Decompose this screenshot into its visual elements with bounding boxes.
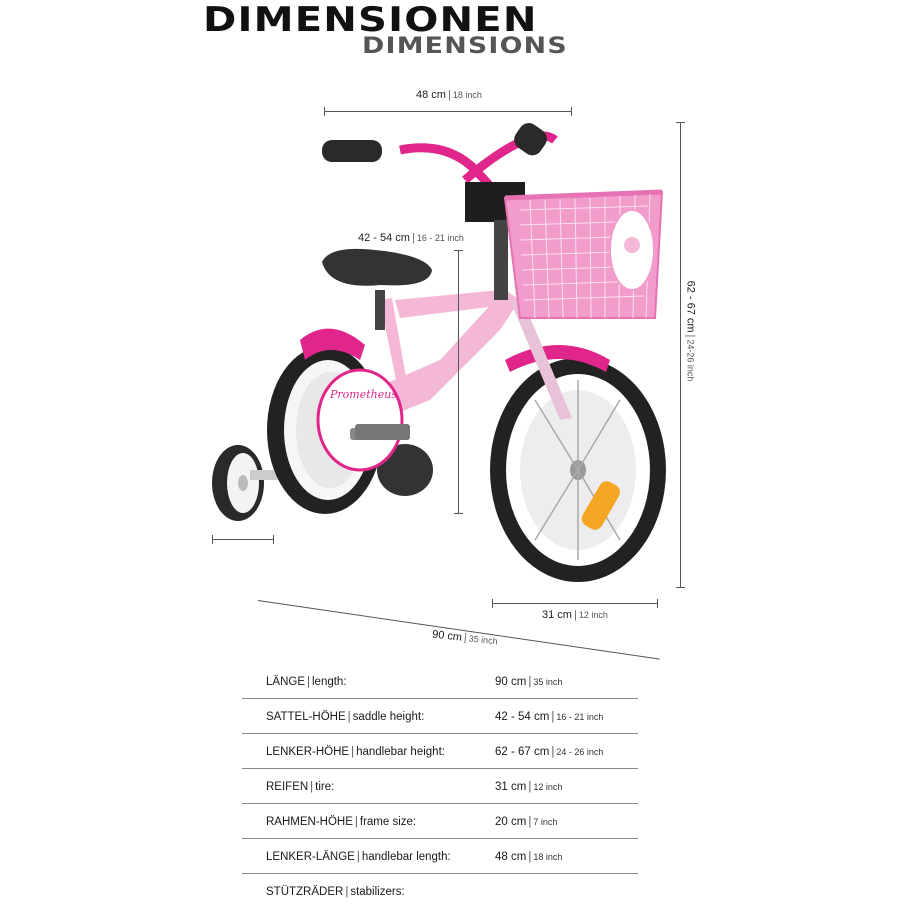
frame-brand-text: Prometheus — [329, 388, 397, 401]
table-row: LENKER-LÄNGE|handlebar length: 48 cm|18 … — [242, 839, 638, 874]
row-label: REIFEN|tire: — [266, 781, 335, 793]
table-row: LENKER-HÖHE|handlebar height: 62 - 67 cm… — [242, 734, 638, 769]
page-subtitle: DIMENSIONS — [362, 34, 568, 59]
tire-dimension-label: 31 cm|12 inch — [542, 609, 608, 621]
saddle-dimension-label: 42 - 54 cm|16 - 21 inch — [358, 232, 464, 244]
row-label: RAHMEN-HÖHE|frame size: — [266, 816, 417, 828]
row-value: 42 - 54 cm|16 - 21 inch — [495, 711, 604, 723]
page-title: DIMENSIONEN — [203, 0, 538, 40]
table-row: LÄNGE|length: 90 cm|35 inch — [242, 664, 638, 699]
row-label: STÜTZRÄDER|stabilizers: — [266, 886, 405, 898]
bike-seat — [322, 248, 432, 330]
table-row: SATTEL-HÖHE|saddle height: 42 - 54 cm|16… — [242, 699, 638, 734]
front-wheel — [490, 345, 666, 582]
pedal — [355, 424, 410, 440]
row-value: 90 cm|35 inch — [495, 676, 563, 688]
basket — [503, 189, 664, 319]
stabilizer-wheel — [212, 445, 290, 521]
table-row: STÜTZRÄDER|stabilizers: — [242, 874, 638, 908]
row-value: 48 cm|18 inch — [495, 851, 563, 863]
bike-illustration: Prometheus — [212, 123, 666, 582]
row-label: SATTEL-HÖHE|saddle height: — [266, 711, 425, 723]
height-dimension-label: 62 - 67 cm|24-26 inch — [684, 280, 697, 382]
row-value: 62 - 67 cm|24 - 26 inch — [495, 746, 604, 758]
row-value: 20 cm|7 inch — [495, 816, 558, 828]
table-row: REIFEN|tire: 31 cm|12 inch — [242, 769, 638, 804]
width-dimension-label: 48 cm|18 inch — [416, 89, 482, 101]
row-value: 31 cm|12 inch — [495, 781, 563, 793]
row-label: LENKER-HÖHE|handlebar height: — [266, 746, 445, 758]
specs-table: LÄNGE|length: 90 cm|35 inch SATTEL-HÖHE|… — [242, 664, 638, 908]
row-label: LENKER-LÄNGE|handlebar length: — [266, 851, 451, 863]
row-label: LÄNGE|length: — [266, 676, 347, 688]
table-row: RAHMEN-HÖHE|frame size: 20 cm|7 inch — [242, 804, 638, 839]
